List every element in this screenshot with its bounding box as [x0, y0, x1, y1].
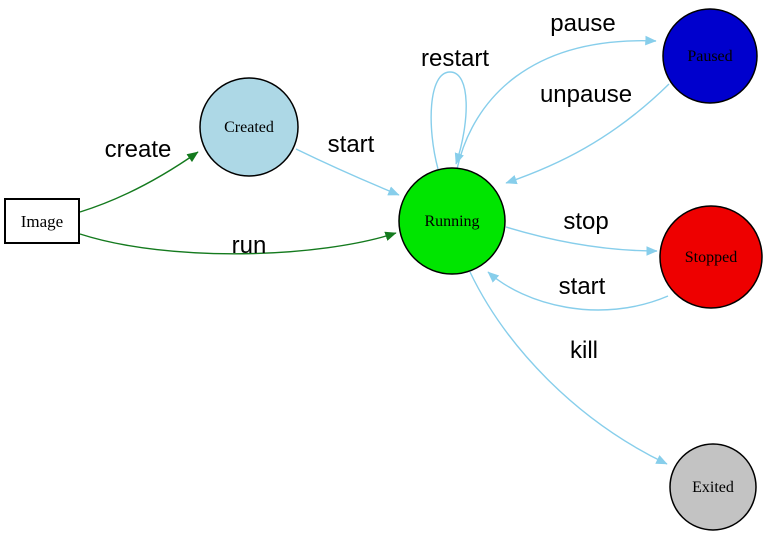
edge-run	[79, 231, 397, 255]
edge-unpause	[505, 83, 670, 185]
edge-label-restart: restart	[421, 45, 489, 72]
node-exited: Exited	[669, 443, 757, 531]
edge-start-created-running	[295, 148, 400, 196]
node-stopped: Stopped	[659, 205, 763, 309]
edge-create	[79, 151, 199, 213]
image-box-shape	[4, 198, 80, 244]
edge-start-stopped-running	[487, 271, 669, 311]
edge-label-pause: pause	[550, 10, 615, 37]
exited-circle-shape	[669, 443, 757, 531]
node-image: Image	[4, 198, 80, 244]
edge-pause	[456, 35, 657, 170]
edge-kill	[469, 271, 668, 465]
running-circle-shape	[398, 167, 506, 275]
node-label-created: Created	[224, 119, 274, 136]
node-created: Created	[199, 77, 299, 177]
node-label-image: Image	[21, 212, 63, 231]
node-label-stopped: Stopped	[685, 249, 737, 266]
edge-label-run: run	[232, 232, 267, 259]
edge-labels-layer: create run start restart pause unpause s…	[105, 10, 632, 364]
node-label-exited: Exited	[692, 479, 734, 496]
edge-restart-self-loop	[430, 71, 467, 170]
edge-label-stop: stop	[563, 208, 608, 235]
edge-label-unpause: unpause	[540, 81, 632, 108]
stopped-circle-shape	[659, 205, 763, 309]
edge-label-start-2: start	[559, 273, 606, 300]
edge-label-kill: kill	[570, 337, 598, 364]
edge-stop	[505, 226, 658, 256]
paused-circle-shape	[662, 8, 758, 104]
node-label-running: Running	[424, 213, 479, 230]
node-paused: Paused	[662, 8, 758, 104]
edge-label-create: create	[105, 136, 172, 163]
node-running: Running	[398, 167, 506, 275]
edge-label-start-1: start	[328, 131, 375, 158]
edges-layer	[79, 35, 670, 465]
created-circle-shape	[199, 77, 299, 177]
node-label-paused: Paused	[687, 48, 732, 65]
